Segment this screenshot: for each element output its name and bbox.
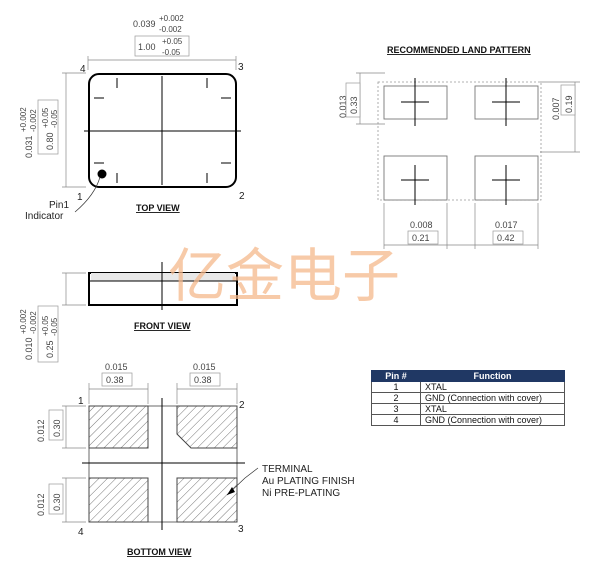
top-height-inch: 0.031 (24, 135, 34, 158)
table-row: 2 GND (Connection with cover) (371, 392, 565, 404)
bottom-pin4-label: 4 (78, 527, 84, 538)
front-height-inch: 0.010 (24, 337, 34, 360)
bottom-pad-3 (176, 477, 238, 523)
bottom-pad-4 (88, 477, 149, 523)
bottom-package-outline (88, 405, 238, 523)
terminal-label-2: Au PLATING FINISH (262, 476, 355, 487)
land-pattern-outline (377, 81, 542, 201)
pin-table-header-row: Pin # Function (371, 370, 565, 382)
top-width-inch-tol-minus: -0.002 (159, 25, 182, 34)
bottom-view-title: BOTTOM VIEW (127, 547, 192, 557)
pin1-indicator-label-1: Pin1 (49, 200, 69, 211)
bottom-pad-width-left-inch: 0.015 (105, 362, 128, 372)
bottom-pin1-label: 1 (78, 396, 84, 407)
top-width-mm-box (134, 35, 190, 57)
terminal-label-3: Ni PRE-PLATING (262, 488, 340, 499)
terminal-label-1: TERMINAL (262, 464, 313, 475)
table-row: 1 XTAL (371, 381, 565, 393)
table-row: 3 XTAL (371, 403, 565, 415)
pin-function-cell: XTAL (420, 381, 565, 393)
bottom-pin3-label: 3 (238, 524, 244, 535)
top-height-mm: 0.80 (45, 132, 55, 150)
top-width-inch-tol-plus: +0.002 (159, 14, 184, 23)
top-height-mm-box (37, 99, 59, 155)
front-view: 0.010 +0.002 -0.002 0.25 +0.05 -0.05 FRO… (19, 262, 238, 363)
front-cover-band (91, 273, 235, 281)
top-height-mm-tol-plus: +0.05 (41, 107, 50, 128)
bottom-pad-height-top-inch: 0.012 (36, 419, 46, 442)
front-height-mm-tol-plus: +0.05 (41, 315, 50, 336)
pin-number-cell: 3 (371, 403, 421, 415)
top-height-inch-group: 0.031 +0.002 -0.002 (19, 107, 38, 158)
land-pattern-title: RECOMMENDED LAND PATTERN (387, 45, 531, 55)
land-bottom1-inch: 0.008 (410, 220, 433, 230)
bottom-pad-1 (88, 405, 149, 449)
top-view: 0.039 +0.002 -0.002 1.00 +0.05 -0.05 0.0… (19, 14, 245, 222)
top-pin4-label: 4 (80, 64, 86, 75)
top-pin1-label: 1 (77, 192, 83, 203)
top-pin3-label: 3 (238, 62, 244, 73)
land-left-mm: 0.33 (349, 96, 359, 114)
pin-number-cell: 2 (371, 392, 421, 404)
top-width-mm-tol-minus: -0.05 (162, 48, 181, 57)
pin-table-header-pin: Pin # (371, 370, 421, 382)
pin-number-cell: 4 (371, 414, 421, 426)
bottom-pad-height-bottom-inch: 0.012 (36, 493, 46, 516)
land-left-inch: 0.013 (338, 95, 348, 118)
land-right-inch: 0.007 (551, 97, 561, 120)
watermark-text: 亿金电子 (168, 242, 400, 310)
bottom-pad-width-left-mm: 0.38 (106, 375, 124, 385)
bottom-pad-width-right-mm: 0.38 (194, 375, 212, 385)
top-height-mm-tol-minus: -0.05 (50, 109, 59, 128)
land-bottom2-inch: 0.017 (495, 220, 518, 230)
top-height-inch-tol-minus: -0.002 (29, 109, 38, 132)
front-height-mm: 0.25 (45, 340, 55, 358)
top-width-inch: 0.039 (133, 19, 156, 29)
top-height-inch-tol-plus: +0.002 (19, 107, 28, 132)
pin-number-cell: 1 (371, 381, 421, 393)
land-right-mm: 0.19 (564, 95, 574, 113)
pin-function-cell: GND (Connection with cover) (420, 414, 565, 426)
table-row: 4 GND (Connection with cover) (371, 414, 565, 426)
pin-function-cell: GND (Connection with cover) (420, 392, 565, 404)
top-view-title: TOP VIEW (136, 203, 180, 213)
top-width-mm: 1.00 (138, 42, 156, 52)
pin1-indicator-dot (97, 169, 107, 179)
land-bottom2-mm: 0.42 (497, 233, 515, 243)
terminal-arrowhead (227, 487, 235, 495)
bottom-pad-height-bottom-mm: 0.30 (52, 493, 62, 511)
front-view-title: FRONT VIEW (134, 321, 191, 331)
pin-function-table: Pin # Function 1 XTAL 2 GND (Connection … (371, 370, 565, 426)
bottom-pad-2 (176, 405, 238, 449)
top-height-mm-group: 0.80 +0.05 -0.05 (41, 107, 59, 150)
top-pin2-label: 2 (239, 191, 245, 202)
front-height-mm-group: 0.25 +0.05 -0.05 (41, 315, 59, 358)
front-height-inch-tol-plus: +0.002 (19, 309, 28, 334)
pin1-leader-line (74, 176, 101, 213)
land-pattern: RECOMMENDED LAND PATTERN 0.013 0.33 0.00… (338, 45, 580, 249)
pin1-indicator-label-2: Indicator (25, 211, 64, 222)
pin-function-cell: XTAL (420, 403, 565, 415)
bottom-pad-width-right-inch: 0.015 (193, 362, 216, 372)
bottom-pad-height-top-mm: 0.30 (52, 419, 62, 437)
front-height-mm-tol-minus: -0.05 (50, 317, 59, 336)
land-bottom1-mm: 0.21 (412, 233, 430, 243)
top-width-mm-tol-plus: +0.05 (162, 37, 183, 46)
front-height-inch-tol-minus: -0.002 (29, 311, 38, 334)
pin-table-header-function: Function (420, 370, 565, 382)
front-height-inch-group: 0.010 +0.002 -0.002 (19, 309, 38, 360)
bottom-pin2-label: 2 (239, 400, 245, 411)
bottom-view: 0.015 0.38 0.015 0.38 0.012 0.30 0.012 0… (36, 362, 355, 557)
